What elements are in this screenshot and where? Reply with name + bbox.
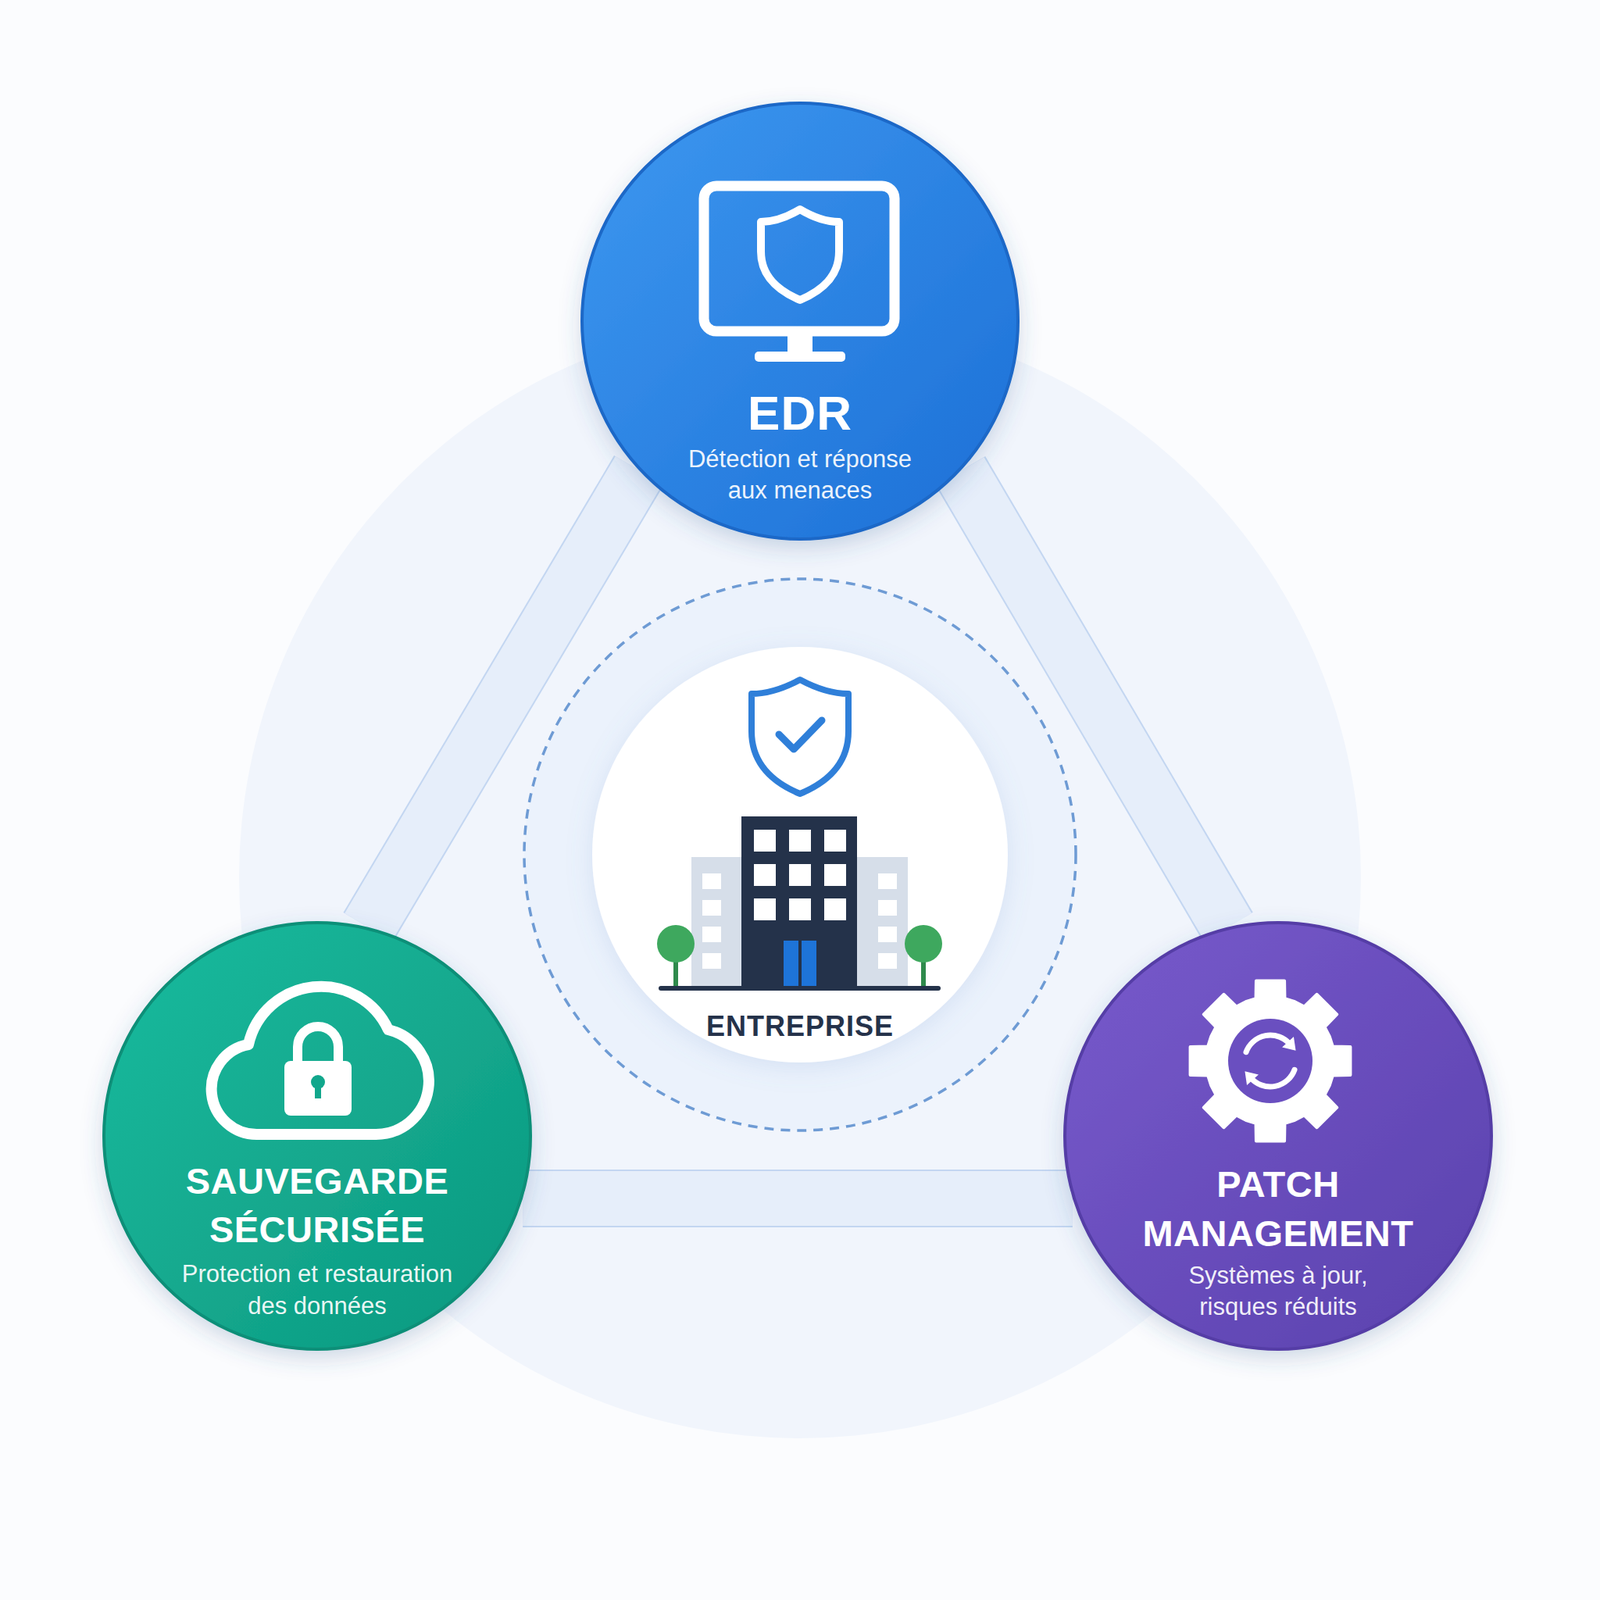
circle-shape <box>582 103 1018 540</box>
circle-shape <box>1064 922 1492 1350</box>
node-title: EDR <box>635 385 965 441</box>
circle-shape <box>103 922 531 1350</box>
refresh-arc <box>1246 1035 1290 1053</box>
center-circle: ENTREPRISE <box>590 645 1010 1065</box>
node-description: Systèmes à jour, risques réduits <box>1171 1260 1386 1323</box>
cloud-lock-icon <box>211 986 429 1135</box>
monitor-icon <box>703 185 895 362</box>
gear-body <box>1190 981 1351 1142</box>
band-outline <box>522 1169 1073 1228</box>
refresh-arrowhead <box>1244 1071 1258 1086</box>
gear-icon <box>1190 981 1351 1142</box>
circle-outline <box>580 101 1020 541</box>
circle-outline <box>590 645 1010 1065</box>
pillar-circle: EDRDétection et réponse aux menaces <box>580 101 1020 541</box>
node-description: Détection et réponse aux menaces <box>671 443 929 507</box>
pillar-circle: PATCH MANAGEMENTSystèmes à jour, risques… <box>1063 921 1493 1351</box>
node-title: PATCH MANAGEMENT <box>1114 1159 1443 1258</box>
dashed-ring <box>524 578 1076 1131</box>
gear-hole <box>1228 1018 1313 1104</box>
node-title: SAUVEGARDE SÉCURISÉE <box>153 1157 482 1254</box>
node-description: Protection et restauration des données <box>168 1257 466 1322</box>
node-title: ENTREPRISE <box>643 1010 957 1043</box>
circle-shape <box>592 646 1008 1063</box>
band-fill <box>522 1171 1073 1226</box>
building-icon <box>657 816 943 989</box>
refresh-arc <box>1250 1069 1295 1087</box>
pillar-circle: SAUVEGARDE SÉCURISÉEProtection et restau… <box>102 921 533 1351</box>
refresh-arrowhead <box>1282 1036 1296 1051</box>
shield-icon <box>751 679 849 794</box>
connector-band <box>522 1198 1073 1200</box>
